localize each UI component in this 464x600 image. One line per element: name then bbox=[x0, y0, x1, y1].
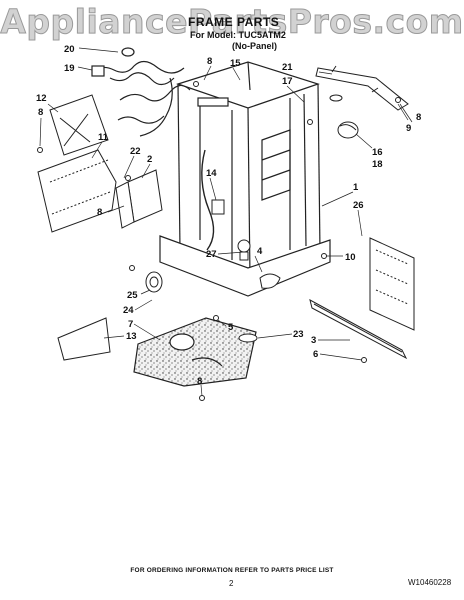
callout-12: 12 bbox=[36, 93, 47, 104]
callout-26: 26 bbox=[353, 200, 364, 211]
callout-22: 22 bbox=[130, 146, 141, 157]
callout-labels: 20 19 8 15 21 17 12 8 11 22 2 9 8 16 18 … bbox=[36, 44, 421, 387]
component-14 bbox=[211, 199, 281, 289]
callout-8: 8 bbox=[97, 207, 102, 218]
right-panel-26 bbox=[369, 237, 415, 331]
callout-17: 17 bbox=[282, 76, 293, 87]
top-rail-21 bbox=[315, 65, 409, 111]
foot-23 bbox=[238, 333, 258, 343]
callout-8: 8 bbox=[416, 112, 421, 123]
diagram-title: FRAME PARTS bbox=[188, 15, 280, 29]
bracket-16 bbox=[337, 121, 359, 139]
variant-line: (No-Panel) bbox=[232, 41, 277, 51]
back-panel-12 bbox=[49, 94, 109, 156]
callout-15: 15 bbox=[230, 58, 241, 69]
callout-10: 10 bbox=[345, 252, 356, 263]
insulation-13 bbox=[57, 317, 111, 361]
callout-19: 19 bbox=[64, 63, 75, 74]
callout-8: 8 bbox=[207, 56, 212, 67]
rail-3 bbox=[309, 299, 408, 360]
callout-14: 14 bbox=[206, 168, 217, 179]
frame-1 bbox=[159, 61, 331, 297]
bracket-2 bbox=[115, 169, 163, 229]
callout-8: 8 bbox=[38, 107, 43, 118]
callout-27: 27 bbox=[206, 249, 217, 260]
callout-18: 18 bbox=[372, 159, 383, 170]
callout-9: 9 bbox=[406, 123, 411, 134]
screws bbox=[37, 81, 401, 401]
callout-2: 2 bbox=[147, 154, 152, 165]
ordering-instruction: FOR ORDERING INFORMATION REFER TO PARTS … bbox=[130, 567, 334, 574]
grommet-25 bbox=[145, 271, 163, 293]
callout-13: 13 bbox=[126, 331, 137, 342]
callout-23: 23 bbox=[293, 329, 304, 340]
callout-24: 24 bbox=[123, 305, 134, 316]
side-cover-11 bbox=[37, 149, 117, 233]
leader-lines bbox=[39, 47, 413, 397]
callout-8: 8 bbox=[197, 376, 202, 387]
callout-5: 5 bbox=[228, 322, 234, 333]
callout-11: 11 bbox=[98, 132, 109, 143]
document-number: W10460228 bbox=[408, 578, 452, 587]
callout-21: 21 bbox=[282, 62, 293, 73]
model-line: For Model: TUC5ATM2 bbox=[190, 30, 286, 40]
watermark: AppliancePartsPros.com bbox=[0, 2, 464, 42]
callout-16: 16 bbox=[372, 147, 383, 158]
callout-7: 7 bbox=[128, 319, 133, 330]
base-tray-7 bbox=[133, 317, 257, 387]
callout-1: 1 bbox=[353, 182, 359, 193]
wire-harness bbox=[91, 47, 191, 137]
callout-4: 4 bbox=[257, 246, 263, 257]
callout-6: 6 bbox=[313, 349, 318, 360]
callout-20: 20 bbox=[64, 44, 75, 55]
callout-25: 25 bbox=[127, 290, 138, 301]
callout-3: 3 bbox=[311, 335, 316, 346]
page-number: 2 bbox=[229, 579, 234, 588]
